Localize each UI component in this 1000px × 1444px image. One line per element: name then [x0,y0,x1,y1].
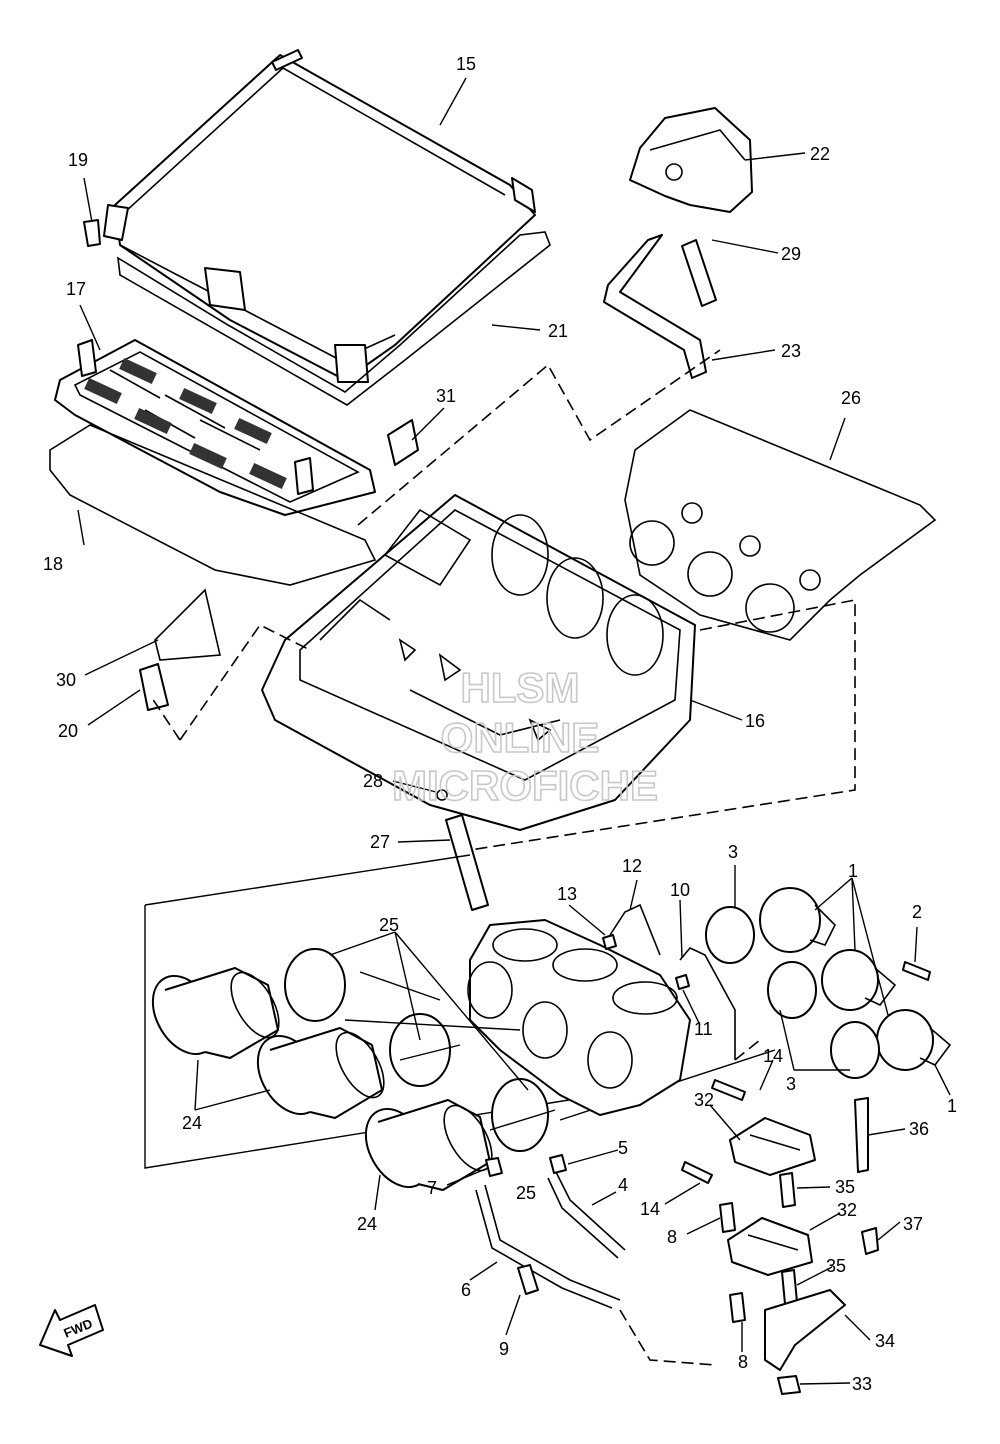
callout-24a: 24 [182,1113,202,1133]
callout-36: 36 [909,1119,929,1139]
watermark: HLSM ONLINE MICROFICHE [391,663,659,810]
part-2-screw [902,961,931,981]
part-23-hose [603,234,707,379]
part-25-clamps [284,948,549,1152]
callout-30: 30 [56,670,76,690]
callout-27: 27 [370,832,390,852]
callout-32a: 32 [694,1090,714,1110]
part-6-hose [475,1184,621,1309]
callout-33: 34 [875,1331,895,1351]
callout-35a: 35 [835,1177,855,1197]
callout-1a: 1 [848,861,858,881]
part-8-hose-b [729,1292,746,1323]
part-17-element [54,339,376,516]
callout-2: 2 [912,902,922,922]
part-12-hose [609,903,661,956]
watermark-line1: HLSM [461,664,580,711]
part-22-separator [629,107,753,213]
callout-31: 31 [436,386,456,406]
part-19-clip [83,219,101,247]
part-26-gasket [624,409,937,641]
callout-35b: 35 [826,1256,846,1276]
callout-10: 10 [670,880,690,900]
watermark-line3: MICROFICHE [392,762,658,809]
part-14-hose-a [711,1079,746,1101]
part-27-drain-hose [445,814,489,911]
callout-19: 19 [68,150,88,170]
part-21-seal [117,231,551,406]
watermark-line2: ONLINE [441,714,600,761]
callout-14a: 14 [763,1046,783,1066]
part-8-hose-a [719,1202,736,1233]
callout-25b: 25 [516,1183,536,1203]
callout-21: 21 [548,321,568,341]
callout-25a: 25 [379,915,399,935]
part-37-bolt [861,1227,879,1255]
callout-11: 11 [694,1019,713,1039]
part-33-bracket [764,1289,846,1371]
part-7-clip [485,1157,503,1177]
callout-20: 20 [58,721,78,741]
part-20-block [139,663,169,711]
callout-9: 9 [499,1339,509,1359]
part-30-plate [154,588,221,661]
callout-14b: 14 [640,1199,660,1219]
part-4-hose [547,1169,626,1259]
callout-1b: 1 [947,1096,957,1116]
callout-labels: 15 19 17 21 22 29 23 26 31 18 30 20 16 2… [43,54,957,1394]
fwd-arrow: FWD [39,1304,104,1357]
assembly-guides-lower [619,1039,761,1366]
part-34-nut [777,1375,801,1395]
callout-32b: 32 [837,1200,857,1220]
part-14-hose-b [681,1161,713,1184]
callout-5: 5 [618,1138,628,1158]
part-1-joints [759,887,952,1071]
callout-6: 6 [461,1280,471,1300]
callout-12: 12 [622,856,642,876]
part-9-clip [517,1264,539,1295]
part-16-airbox [261,494,696,831]
callout-3b: 3 [786,1074,796,1094]
callout-23: 23 [781,341,801,361]
callout-3a: 3 [728,842,738,862]
part-15-cover [103,49,536,383]
part-18-pad [49,424,377,586]
callout-16: 16 [745,711,765,731]
part-24-funnels [151,967,493,1191]
callout-4: 4 [618,1175,628,1195]
part-3-clamps [705,906,880,1079]
part-5-clip [549,1154,567,1174]
callout-34: 33 [852,1374,872,1394]
part-32-valves [727,1117,816,1276]
callout-17: 17 [66,279,86,299]
callout-8a: 8 [667,1227,677,1247]
callout-29: 29 [781,244,801,264]
callout-22: 22 [810,144,830,164]
part-13-clip [602,934,617,950]
part-35-collar-a [779,1172,796,1208]
callout-8b: 8 [738,1352,748,1372]
callout-13: 13 [557,884,577,904]
part-31-sponge [387,419,419,466]
part-11-clip [675,974,690,990]
throttle-bodies [467,919,691,1116]
part-10-hose [679,947,736,1060]
assembly-guides-upper [149,349,856,851]
part-35-collar-b [781,1269,798,1305]
callout-26: 26 [841,388,861,408]
callout-7: 7 [427,1178,437,1198]
callout-18: 18 [43,554,63,574]
leader-lines [77,77,951,1385]
callout-15: 15 [456,54,476,74]
callout-37: 37 [903,1214,923,1234]
callout-28: 28 [363,771,383,791]
callout-24b: 24 [357,1214,377,1234]
part-29-pipe [681,239,717,307]
part-36-bolt [854,1097,869,1173]
part-28-clip [436,789,448,801]
